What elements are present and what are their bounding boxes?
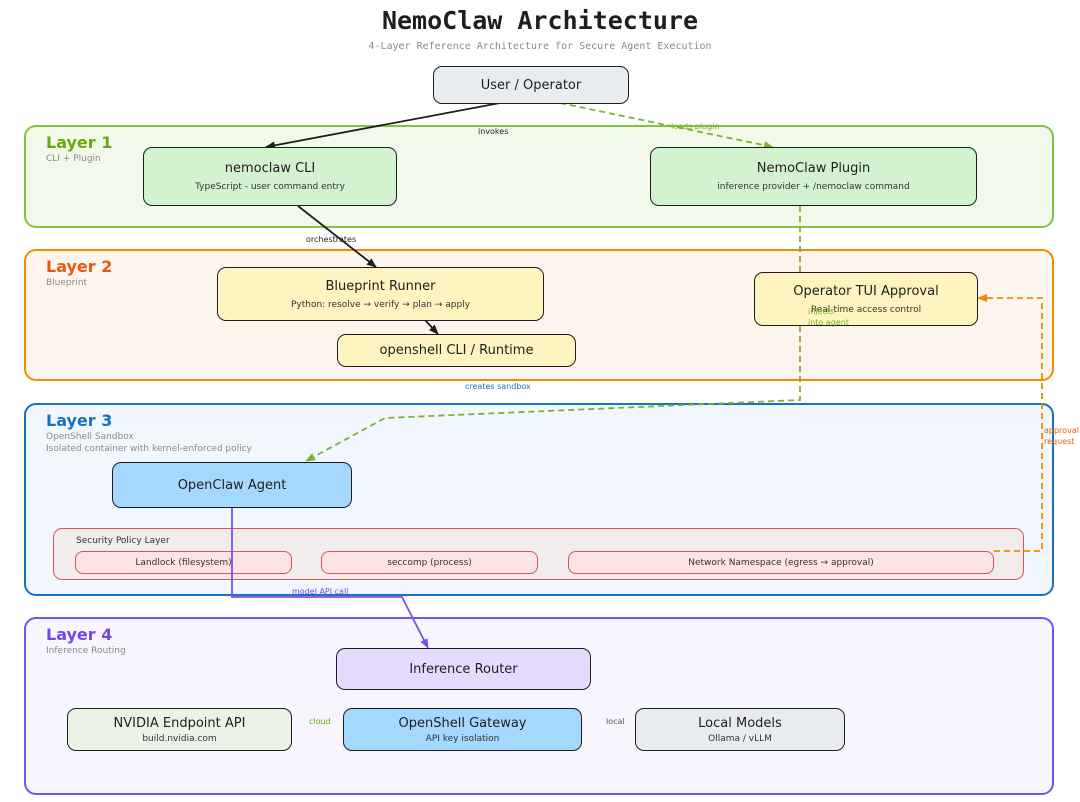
nemoclaw-plugin-desc: inference provider + /nemoclaw command: [717, 182, 910, 192]
openshell-cli-name: openshell CLI / Runtime: [379, 343, 534, 358]
edge-label-local: local: [606, 717, 625, 726]
openshell-gateway-desc: API key isolation: [425, 733, 500, 744]
nemoclaw-plugin-node: NemoClaw Plugin inference provider + /ne…: [650, 147, 977, 206]
inference-router-name: Inference Router: [409, 661, 518, 677]
nvidia-endpoint-desc: build.nvidia.com: [142, 733, 217, 744]
blueprint-runner-node: Blueprint Runner Python: resolve → verif…: [217, 267, 544, 321]
local-models-node: Local Models Ollama / vLLM: [635, 708, 845, 751]
openshell-gateway-name: OpenShell Gateway: [398, 715, 527, 731]
openshell-gateway-node: OpenShell Gateway API key isolation: [343, 708, 582, 751]
layer-4-container: Layer 4 Inference Routing: [24, 617, 1054, 795]
user-operator-node: User / Operator: [433, 66, 629, 104]
edge-label-orchestrates: orchestrates: [306, 235, 357, 244]
user-operator-label: User / Operator: [480, 77, 582, 93]
layer-1-subtitle: CLI + Plugin: [46, 154, 101, 164]
edge-label-model-api-call: model API call: [292, 587, 349, 596]
layer-4-title: Layer 4: [46, 625, 113, 644]
layer-3-subtitle-line2: Isolated container with kernel-enforced …: [46, 444, 252, 454]
edge-approval-request: [977, 294, 1043, 552]
edge-label-injects-line2: into agent: [808, 318, 849, 327]
nemoclaw-plugin-name: NemoClaw Plugin: [756, 161, 871, 176]
edge-invokes: [265, 102, 501, 150]
edge-loads-plugin: [559, 102, 774, 150]
blueprint-runner-desc: Python: resolve → verify → plan → apply: [290, 299, 471, 310]
operator-tui-name: Operator TUI Approval: [793, 283, 939, 299]
openshell-cli-node: openshell CLI / Runtime: [337, 334, 576, 367]
layer-1-title: Layer 1: [46, 133, 113, 152]
edge-runner-to-openshell: [424, 319, 439, 335]
layer-3-subtitle-line1: OpenShell Sandbox: [46, 432, 134, 442]
layer-4-subtitle: Inference Routing: [46, 646, 126, 656]
diagram-title: NemoClaw Architecture: [381, 6, 699, 35]
network-namespace: Network Namespace (egress → approval): [568, 551, 994, 574]
edge-label-cloud: cloud: [309, 717, 331, 726]
openclaw-agent-name: OpenClaw Agent: [177, 477, 287, 493]
inference-router-node: Inference Router: [336, 648, 591, 690]
edge-label-injects-line1: injects: [808, 307, 835, 316]
nemoclaw-cli-desc: TypeScript - user command entry: [195, 182, 345, 192]
diagram-subtitle: 4-Layer Reference Architecture for Secur…: [368, 41, 712, 52]
nvidia-endpoint-name: NVIDIA Endpoint API: [113, 715, 246, 731]
edge-label-approval-line2: request: [1044, 437, 1075, 446]
local-models-desc: Ollama / vLLM: [708, 733, 772, 744]
nemoclaw-cli-node: nemoclaw CLI TypeScript - user command e…: [143, 147, 397, 206]
blueprint-runner-name: Blueprint Runner: [325, 278, 436, 294]
operator-tui-approval-node: Operator TUI Approval Real-time access c…: [754, 272, 978, 326]
seccomp-process: seccomp (process): [321, 551, 538, 574]
edge-label-loads-plugin: loads plugin: [671, 122, 720, 131]
layer-2-title: Layer 2: [46, 257, 113, 276]
edge-injects-into-agent: [305, 206, 801, 462]
layer-2-subtitle: Blueprint: [46, 278, 88, 288]
layer-3-title: Layer 3: [46, 411, 113, 430]
edge-label-creates-sandbox: creates sandbox: [465, 382, 531, 391]
local-models-name: Local Models: [698, 715, 782, 731]
nemoclaw-cli-name: nemoclaw CLI: [224, 161, 316, 176]
edge-label-approval-line1: approval: [1044, 426, 1079, 435]
landlock-filesystem: Landlock (filesystem): [75, 551, 292, 574]
nvidia-endpoint-node: NVIDIA Endpoint API build.nvidia.com: [67, 708, 292, 751]
openclaw-agent-node: OpenClaw Agent: [112, 462, 352, 508]
edge-orchestrates: [297, 205, 377, 268]
edge-label-invokes: invokes: [478, 127, 509, 136]
layer-3-subtitle: OpenShell Sandbox Isolated container wit…: [46, 431, 252, 455]
security-policy-title: Security Policy Layer: [76, 536, 170, 546]
edge-model-api-call: [231, 480, 429, 649]
operator-tui-desc: Real-time access control: [810, 304, 922, 315]
